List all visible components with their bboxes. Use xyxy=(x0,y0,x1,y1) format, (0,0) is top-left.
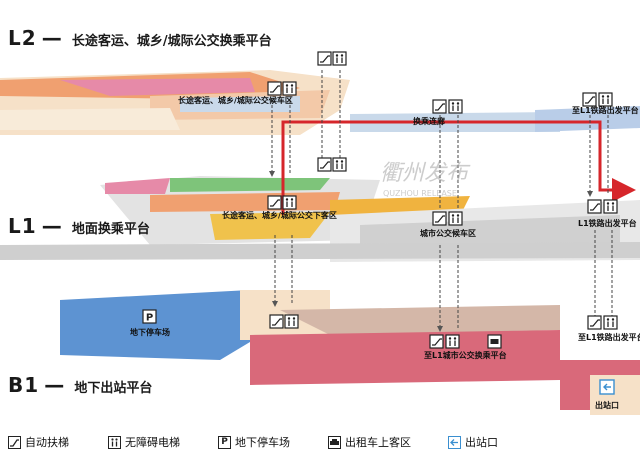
escalator-icon xyxy=(269,314,284,329)
watermark-subtitle: QUZHOU RELEASE xyxy=(383,189,457,198)
label-l2-rail-departure: 至L1铁路出发平台 xyxy=(572,105,639,115)
level-code: B1 xyxy=(8,373,40,397)
icon-pair-mid xyxy=(317,157,347,172)
level-desc: 长途客运、城乡/城际公交换乘平台 xyxy=(71,34,272,49)
legend-item-parking: P 地下停车场 xyxy=(218,432,290,452)
legend-label: 出站口 xyxy=(465,436,498,449)
label-l2-bridge: 换乘连廊 xyxy=(413,116,445,126)
transfer-route xyxy=(281,120,636,215)
parking-marker: P xyxy=(142,309,157,324)
elevator-icon xyxy=(332,51,347,66)
level-title-l2: L2 — 长途客运、城乡/城际公交换乘平台 xyxy=(8,26,272,50)
escalator-icon xyxy=(429,334,444,349)
icon-pair-l1-dropoff xyxy=(267,195,297,210)
level-dash: — xyxy=(41,214,63,238)
icon-pair-l1-citybus xyxy=(432,211,463,226)
long-distance-zone xyxy=(60,78,255,96)
exit-icon xyxy=(448,435,461,449)
label-b1-to-l1-bus: 至L1城市公交换乘平台 xyxy=(424,350,507,360)
l1-city-bus-zone xyxy=(210,212,330,240)
legend-item-taxi: 出租车上客区 xyxy=(328,432,411,452)
escalator-icon xyxy=(317,157,332,172)
svg-text:P: P xyxy=(146,313,153,324)
label-l1-drop-off: 长途客运、城乡/城际公交下客区 xyxy=(222,210,337,220)
vertical-connectors xyxy=(269,70,613,332)
elevator-icon xyxy=(603,199,618,214)
elevator-icon xyxy=(282,81,297,96)
level-code: L2 xyxy=(8,26,37,50)
icon-pair-l2-longdistance xyxy=(267,81,297,96)
icon-pair-l2-bridge xyxy=(432,99,463,114)
escalator-icon xyxy=(432,211,447,226)
icon-pair-l1-rail xyxy=(587,199,618,214)
exit-marker xyxy=(599,379,615,395)
legend-label: 出租车上客区 xyxy=(345,436,411,449)
elevator-icon xyxy=(448,211,463,226)
level-code: L1 xyxy=(8,214,37,238)
legend-label: 地下停车场 xyxy=(235,436,290,449)
legend: 自动扶梯 无障碍电梯 P 地下停车场 出租车上客区 出站口 xyxy=(8,432,632,452)
label-b1-parking: 地下停车场 xyxy=(130,327,170,337)
escalator-icon xyxy=(587,199,602,214)
watermark-title: 衢州发布 xyxy=(380,161,471,186)
parking-icon: P xyxy=(218,435,231,449)
escalator-icon xyxy=(582,92,597,107)
icon-pair-b1-rail xyxy=(587,315,618,330)
escalator-icon xyxy=(317,51,332,66)
b1-parking-area xyxy=(60,290,270,360)
escalator-icon xyxy=(432,99,447,114)
elevator-icon xyxy=(282,195,297,210)
level-dash: — xyxy=(44,373,66,397)
escalator-icon xyxy=(267,81,282,96)
level-title-l1: L1 — 地面换乘平台 xyxy=(8,214,150,238)
level-dash: — xyxy=(41,26,63,50)
l1-platform xyxy=(0,176,640,262)
escalator-icon xyxy=(267,195,282,210)
taxi-icon xyxy=(328,435,341,449)
level-title-b1: B1 — 地下出站平台 xyxy=(8,373,152,397)
legend-item-elevator: 无障碍电梯 xyxy=(108,432,180,452)
icon-group-b1-bus xyxy=(429,334,502,349)
elevator-icon xyxy=(445,334,460,349)
icon-pair-l2-right xyxy=(582,92,613,107)
elevator-icon xyxy=(448,99,463,114)
label-b1-exit: 出站口 xyxy=(595,400,619,410)
label-l1-rail-departure: L1铁路出发平台 xyxy=(578,218,637,228)
elevator-icon xyxy=(598,92,613,107)
elevator-icon xyxy=(603,315,618,330)
watermark: 衢州发布 QUZHOU RELEASE xyxy=(380,161,471,198)
legend-label: 无障碍电梯 xyxy=(125,436,180,449)
escalator-icon xyxy=(587,315,602,330)
l2-platform xyxy=(0,70,640,135)
icon-pair-l2-top xyxy=(317,51,347,66)
escalator-icon xyxy=(8,435,21,449)
elevator-icon xyxy=(108,435,121,449)
elevator-icon xyxy=(284,314,299,329)
icon-pair-b1 xyxy=(269,314,299,329)
level-desc: 地下出站平台 xyxy=(74,381,153,396)
elevator-icon xyxy=(332,157,347,172)
legend-item-escalator: 自动扶梯 xyxy=(8,432,69,452)
label-b1-rail-departure: 至L1铁路出发平台 xyxy=(578,332,640,342)
parking-icon xyxy=(142,309,157,324)
legend-item-exit: 出站口 xyxy=(448,432,498,452)
legend-label: 自动扶梯 xyxy=(25,436,69,449)
level-desc: 地面换乘平台 xyxy=(71,222,150,237)
label-l2-long-distance: 长途客运、城乡/城际公交候车区 xyxy=(178,95,293,105)
b1-exit-zone xyxy=(250,330,560,385)
label-l1-city-bus: 城市公交候车区 xyxy=(420,228,476,238)
